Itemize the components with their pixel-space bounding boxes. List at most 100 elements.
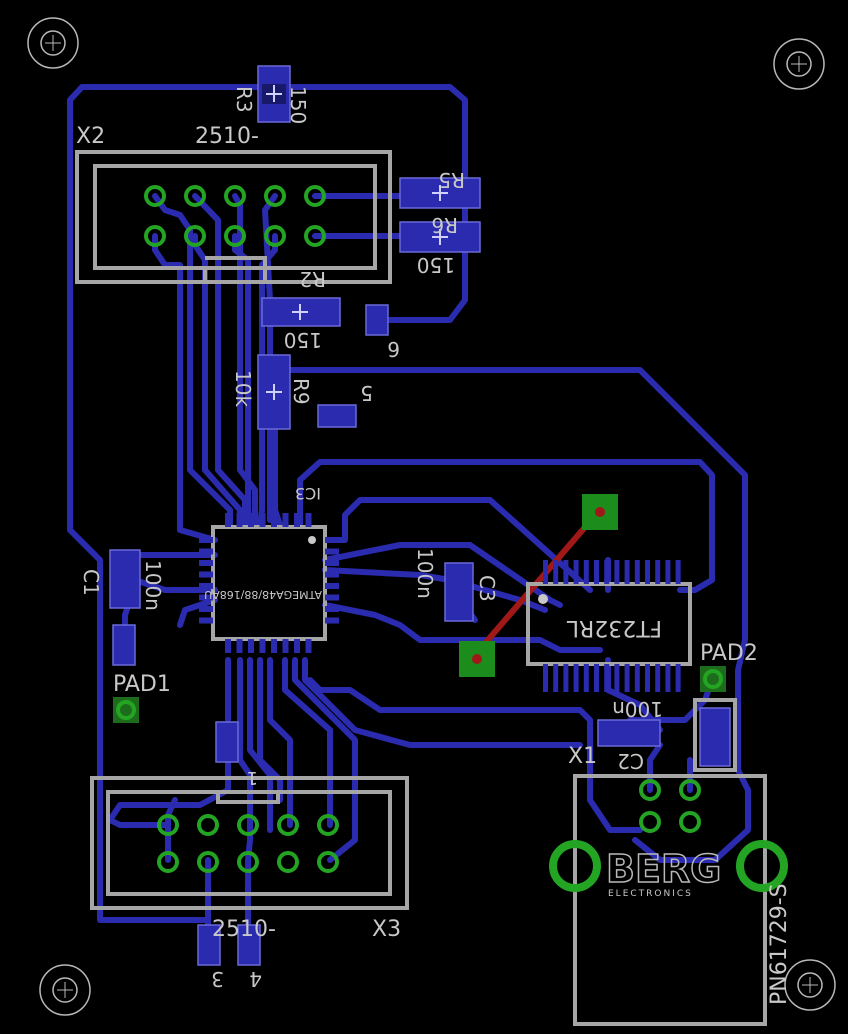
smd-pad-6 [365, 304, 389, 336]
ic-pin-pad [325, 571, 339, 578]
ic-pin-pad [294, 513, 300, 527]
ic-pin-pad [271, 513, 277, 527]
label-part-number: PN61729-S [767, 883, 792, 1005]
label-num-6: 6 [387, 337, 400, 361]
label-mcu: ATMEGA48/88/168AU [204, 588, 322, 601]
ic-pin-pad [199, 594, 213, 601]
via-green-top [582, 494, 618, 530]
ic-pin-pad [325, 583, 339, 589]
ic-pin-pad [225, 513, 231, 527]
ic-pin-pad [305, 639, 312, 653]
ic-pin-pad [665, 664, 671, 692]
label-ftdi: FT232RL [566, 615, 662, 640]
ic-pin-pad [325, 560, 339, 566]
label-r5: R5 [438, 168, 465, 192]
label-c3-value: 100n [413, 548, 437, 599]
smd-pad-5 [317, 404, 357, 428]
label-x2: X2 [76, 124, 105, 149]
label-r9-value: 10k [231, 370, 255, 407]
capacitor-c3 [444, 562, 474, 622]
ic-pin-pad [325, 606, 339, 612]
label-c3: C3 [475, 575, 499, 602]
label-x1: X1 [568, 744, 597, 769]
ic-pin-pad [259, 639, 266, 653]
ic-pin-pad [604, 560, 610, 584]
usb-connector-x1 [549, 774, 788, 1026]
ic-pin-pad [665, 560, 671, 584]
ic-pin-pad [325, 548, 339, 555]
ic-pin-pad [199, 560, 213, 566]
ic-pin-pad [236, 513, 243, 527]
ic-pin-pad [563, 664, 569, 692]
mounting-hole-top-right [773, 38, 825, 90]
capacitor-c1 [109, 549, 141, 666]
berg-logo-subtitle: ELECTRONICS [608, 889, 693, 899]
label-r6-value: 150 [417, 253, 455, 277]
ic-pin-pad [614, 560, 620, 584]
resistor-r6 [399, 221, 481, 253]
ic-pin-pad [199, 571, 213, 578]
label-pad2: PAD2 [700, 641, 758, 666]
ic-pin-pad [624, 664, 630, 692]
ic-pin-pad [634, 664, 640, 692]
ic-pin-pad [645, 664, 650, 692]
ic-pin-pad [199, 537, 213, 543]
ic-pin-pad [236, 639, 243, 653]
ic-pin-pad [604, 664, 610, 692]
ic-pin-pad [248, 513, 254, 527]
via-green-bottom [459, 641, 495, 677]
label-c1-value: 100n [141, 560, 165, 611]
mounting-hole-bottom-right [784, 959, 836, 1011]
label-r6: R6 [431, 213, 458, 237]
ic-pin-pad [624, 560, 630, 584]
ic-pin-pad [594, 664, 599, 692]
mcu-ic3 [211, 525, 327, 641]
label-ic3: IC3 [295, 484, 321, 503]
mounting-hole-top-left [27, 17, 79, 69]
ic-pin-pad [543, 560, 548, 584]
label-r3: R3 [232, 86, 256, 113]
smd-pads-3-4 [197, 924, 261, 966]
ic-pin-pad [325, 617, 339, 624]
ic-pin-pad [259, 513, 266, 527]
ic-pin-pad [563, 560, 569, 584]
capacitor-c2 [597, 719, 661, 747]
label-num-1: 1 [247, 767, 258, 788]
label-c2-value: 100n [612, 697, 663, 721]
ic-pin-pad [282, 639, 289, 653]
ic-pin-pad [199, 583, 213, 589]
smd-pad-bottom-left [215, 721, 239, 763]
ic-pin-pad [553, 664, 559, 692]
ic-pin-pad [248, 639, 254, 653]
ic-pin-pad [594, 560, 599, 584]
label-num-5: 5 [360, 381, 373, 405]
label-c1: C1 [79, 569, 103, 596]
ic-pin-pad [655, 664, 661, 692]
label-pad1: PAD1 [113, 672, 171, 697]
label-r2: R2 [299, 267, 326, 291]
label-r3-value: 150 [286, 86, 310, 124]
ic-pin-pad [294, 639, 300, 653]
resistor-r5 [399, 177, 481, 209]
connector-x2 [75, 150, 392, 284]
ic-pin-pad [675, 560, 681, 584]
ic-pin-pad [583, 560, 589, 584]
ic-pin-pad [325, 537, 339, 543]
ic-pin-pad [271, 639, 277, 653]
connector-x3 [90, 776, 409, 910]
ic-pin-pad [655, 560, 661, 584]
resistor-r3 [257, 65, 291, 123]
label-num-4: 4 [249, 967, 262, 991]
label-r9: R9 [289, 378, 313, 405]
ic-pin-pad [573, 664, 579, 692]
berg-logo: BERG [606, 847, 721, 891]
ic-pin-pad [199, 548, 213, 555]
ic-pin-pad [225, 639, 231, 653]
ic-pin-pad [614, 664, 620, 692]
component-right-pad2 [693, 698, 737, 772]
label-num-3: 3 [211, 967, 224, 991]
resistor-r2 [261, 297, 341, 327]
ftdi-pins [543, 560, 681, 692]
label-r2-value: 150 [284, 328, 322, 352]
pad2-testpoint [700, 666, 726, 692]
